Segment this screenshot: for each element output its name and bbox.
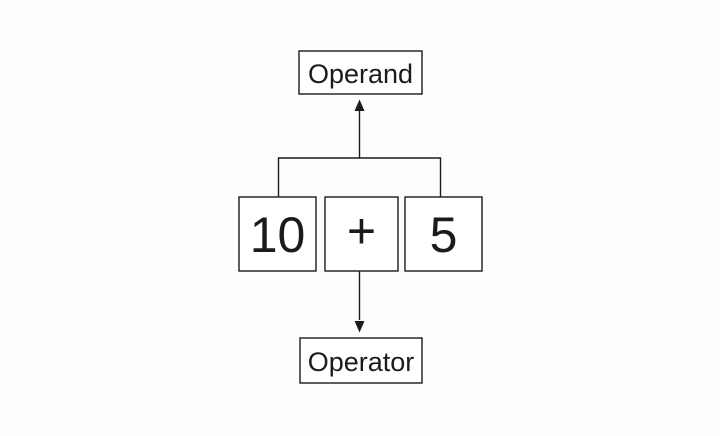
right-operand-value: 5 xyxy=(430,207,458,263)
diagram-strokes xyxy=(238,50,483,384)
bracket-connector xyxy=(277,157,442,197)
left-operand-value: 10 xyxy=(250,207,306,263)
left-operand-box xyxy=(238,196,317,272)
operator-symbol-box xyxy=(324,196,399,272)
operand-label: Operand xyxy=(308,59,413,89)
operator-box xyxy=(299,337,423,384)
diagram-labels: Operand 10 + 5 Operator xyxy=(250,59,458,377)
operator-symbol: + xyxy=(347,203,376,259)
right-operand-box xyxy=(404,196,483,272)
arrowheads xyxy=(354,99,365,333)
up-arrowhead-icon xyxy=(354,99,365,111)
operator-label: Operator xyxy=(308,347,415,377)
operand-box xyxy=(298,50,423,95)
down-arrowhead-icon xyxy=(354,321,365,333)
